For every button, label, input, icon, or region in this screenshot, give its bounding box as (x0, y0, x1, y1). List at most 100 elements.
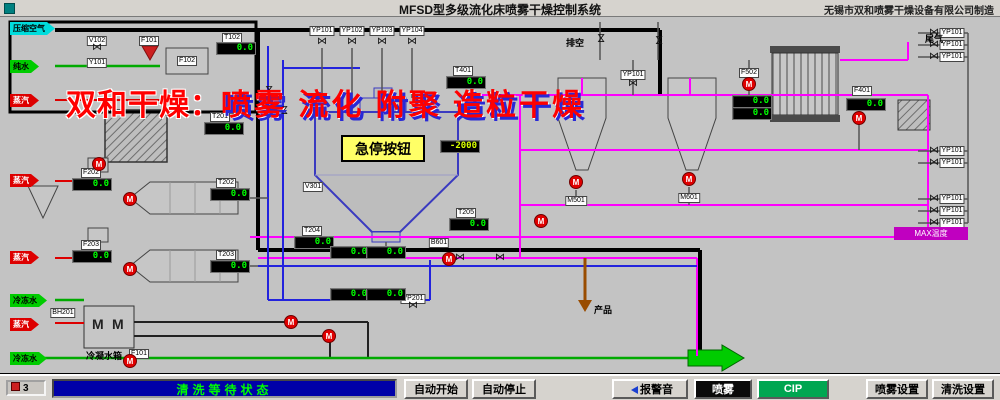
valve-icon[interactable]: ⋈ (347, 36, 357, 47)
cip-button[interactable]: CIP (757, 379, 829, 399)
emergency-stop-button[interactable]: 急停按钮 (341, 135, 425, 162)
value-display: 0.0 (210, 260, 250, 273)
spray-chamber (314, 87, 459, 243)
valve-icon[interactable]: ⋈ (455, 252, 465, 263)
valve-icon[interactable]: ⋈ (408, 300, 418, 311)
pump-icon[interactable]: M (742, 77, 756, 91)
spray-settings-button[interactable]: 喷雾设置 (866, 379, 928, 399)
manufacturer-label: 无锡市双和喷雾干燥设备有限公司制造 (824, 6, 994, 17)
device-label: T205 (456, 208, 476, 218)
feed-source-arrow: 冷冻水 (10, 352, 47, 365)
value-display: 0.0 (366, 246, 406, 259)
product-arrow (578, 258, 592, 312)
valve-icon[interactable]: ⋈ (92, 42, 102, 53)
spray-button[interactable]: 喷雾 (694, 379, 752, 399)
pipes-magenta (250, 42, 929, 356)
feed-source-arrow: 蒸汽 (10, 174, 39, 187)
cyclone-1 (557, 77, 607, 171)
device-label: YP101 (939, 146, 965, 156)
valve-icon[interactable]: ⋈ (377, 36, 387, 47)
device-label: YP104 (399, 26, 425, 36)
counter-value: 3 (23, 383, 29, 394)
device-label: B601 (428, 238, 450, 248)
text-label: 尾气 (925, 34, 944, 44)
exhaust-arrow (687, 344, 745, 372)
valve-icon[interactable]: ⋈ (929, 157, 939, 168)
valve-icon[interactable]: ⋈ (317, 36, 327, 47)
device-label: V102 (86, 36, 108, 46)
device-label: T401 (453, 66, 473, 76)
value-display: 0.0 (294, 236, 334, 249)
valve-icon[interactable]: ⋈ (929, 145, 939, 156)
value-display: 0.0 (216, 42, 256, 55)
value-display: 0.0 (732, 107, 772, 120)
device-label: F101 (139, 36, 159, 46)
device-label: YP101 (939, 206, 965, 216)
pump-icon[interactable]: M (92, 157, 106, 171)
valve-icon[interactable]: ⋈ (407, 36, 417, 47)
valve-icon[interactable]: ⋈ (263, 85, 274, 95)
value-display: 0.0 (72, 178, 112, 191)
app-icon (4, 3, 15, 14)
pump-icon[interactable]: M (852, 111, 866, 125)
max-temp-tag: MAX温度 (894, 227, 968, 240)
value-display: 0.0 (210, 188, 250, 201)
text-label: 排空 (566, 38, 585, 48)
valve-icon[interactable]: ⋈ (595, 33, 606, 43)
value-display: 0.0 (72, 250, 112, 263)
value-display: 0.0 (846, 98, 886, 111)
device-label: M601 (678, 193, 700, 203)
valve-icon[interactable]: ⋈ (929, 193, 939, 204)
valve-icon[interactable]: ⋈ (653, 35, 664, 45)
pump-icon[interactable]: M (284, 315, 298, 329)
title-bar: MFSD型多级流化床喷雾干燥控制系统 无锡市双和喷雾干燥设备有限公司制造 (0, 0, 1000, 17)
pump-icon[interactable]: M (442, 252, 456, 266)
pump-icon[interactable]: M (123, 262, 137, 276)
alarm-counter: 3 (6, 380, 46, 396)
exhaust-filter (897, 99, 931, 131)
value-display: 0.0 (366, 288, 406, 301)
valve-icon[interactable]: ⋈ (929, 39, 939, 50)
bag-filter (104, 109, 168, 163)
feed-source-arrow: 蒸汽 (10, 251, 39, 264)
auto-stop-button[interactable]: 自动停止 (472, 379, 536, 399)
pump-icon[interactable]: M (569, 175, 583, 189)
device-label: Y101 (86, 58, 108, 68)
agitator-icon: M (112, 316, 124, 332)
feed-source-arrow: 压缩空气 (10, 22, 55, 35)
valve-icon[interactable]: ⋈ (628, 78, 638, 89)
device-label: YP101 (939, 158, 965, 168)
clean-settings-button[interactable]: 清洗设置 (932, 379, 994, 399)
valve-icon[interactable]: ⋈ (495, 252, 505, 263)
device-label: YP102 (339, 26, 365, 36)
pump-icon[interactable]: M (534, 214, 548, 228)
pipes-steam (55, 99, 160, 324)
speaker-icon (627, 386, 638, 395)
alarm-sound-button[interactable]: 报警音 (612, 379, 688, 399)
valve-icon[interactable]: ⋈ (929, 51, 939, 62)
feed-source-arrow: 冷冻水 (10, 294, 47, 307)
pump-icon[interactable]: M (682, 172, 696, 186)
device-label: F102 (177, 56, 197, 66)
valve-icon[interactable]: ⋈ (278, 105, 289, 115)
auto-start-button[interactable]: 自动开始 (404, 379, 468, 399)
valve-icon[interactable]: ⋈ (929, 205, 939, 216)
pump-icon[interactable]: M (123, 192, 137, 206)
device-label: YP101 (309, 26, 335, 36)
device-label: YP101 (939, 52, 965, 62)
pump-icon[interactable]: M (322, 329, 336, 343)
status-text: 清洗等待状态 (176, 383, 273, 397)
feed-heater (141, 45, 209, 75)
valve-icon[interactable]: ⋈ (929, 217, 939, 228)
device-label: YP101 (620, 70, 646, 80)
device-label: F401 (852, 86, 872, 96)
device-label: F203 (81, 240, 101, 250)
device-label: T202 (216, 178, 236, 188)
condenser (770, 46, 840, 122)
status-display: 清洗等待状态 (52, 379, 397, 398)
device-label: M501 (565, 196, 587, 206)
pump-icon[interactable]: M (123, 354, 137, 368)
device-label: T201 (210, 112, 230, 122)
valve-icon[interactable]: ⋈ (929, 27, 939, 38)
